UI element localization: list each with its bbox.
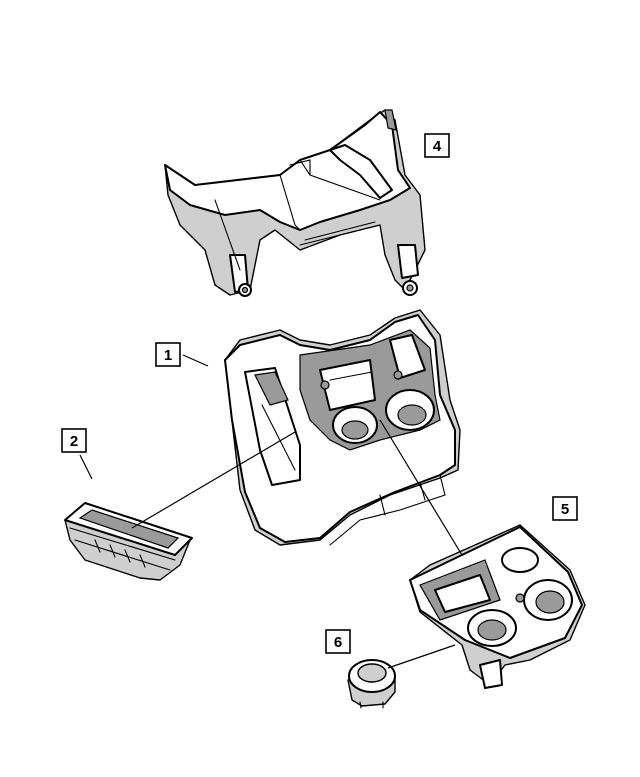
part-2-storage-bin <box>64 502 193 581</box>
callout-5: 5 <box>552 496 578 521</box>
leader-lines <box>79 354 463 669</box>
leader-2-to-bin <box>131 431 296 529</box>
leader-1 <box>182 354 209 367</box>
callout-6: 6 <box>325 629 351 654</box>
part-6-cap <box>347 659 396 709</box>
leader-2 <box>79 454 93 480</box>
callout-2-text: 2 <box>70 433 78 450</box>
part-4-bezel <box>164 109 426 297</box>
callout-4: 4 <box>424 133 450 158</box>
callout-1-text: 1 <box>164 347 172 364</box>
part-5-cupholder-insert <box>409 524 586 689</box>
callout-2: 2 <box>61 428 87 453</box>
leader-6 <box>387 644 456 669</box>
callout-4-text: 4 <box>433 138 442 155</box>
leader-5-to-base <box>379 419 463 556</box>
part-1-console-base <box>224 309 461 546</box>
callout-6-text: 6 <box>334 634 342 651</box>
callout-1: 1 <box>155 342 181 367</box>
callout-5-text: 5 <box>561 501 569 518</box>
